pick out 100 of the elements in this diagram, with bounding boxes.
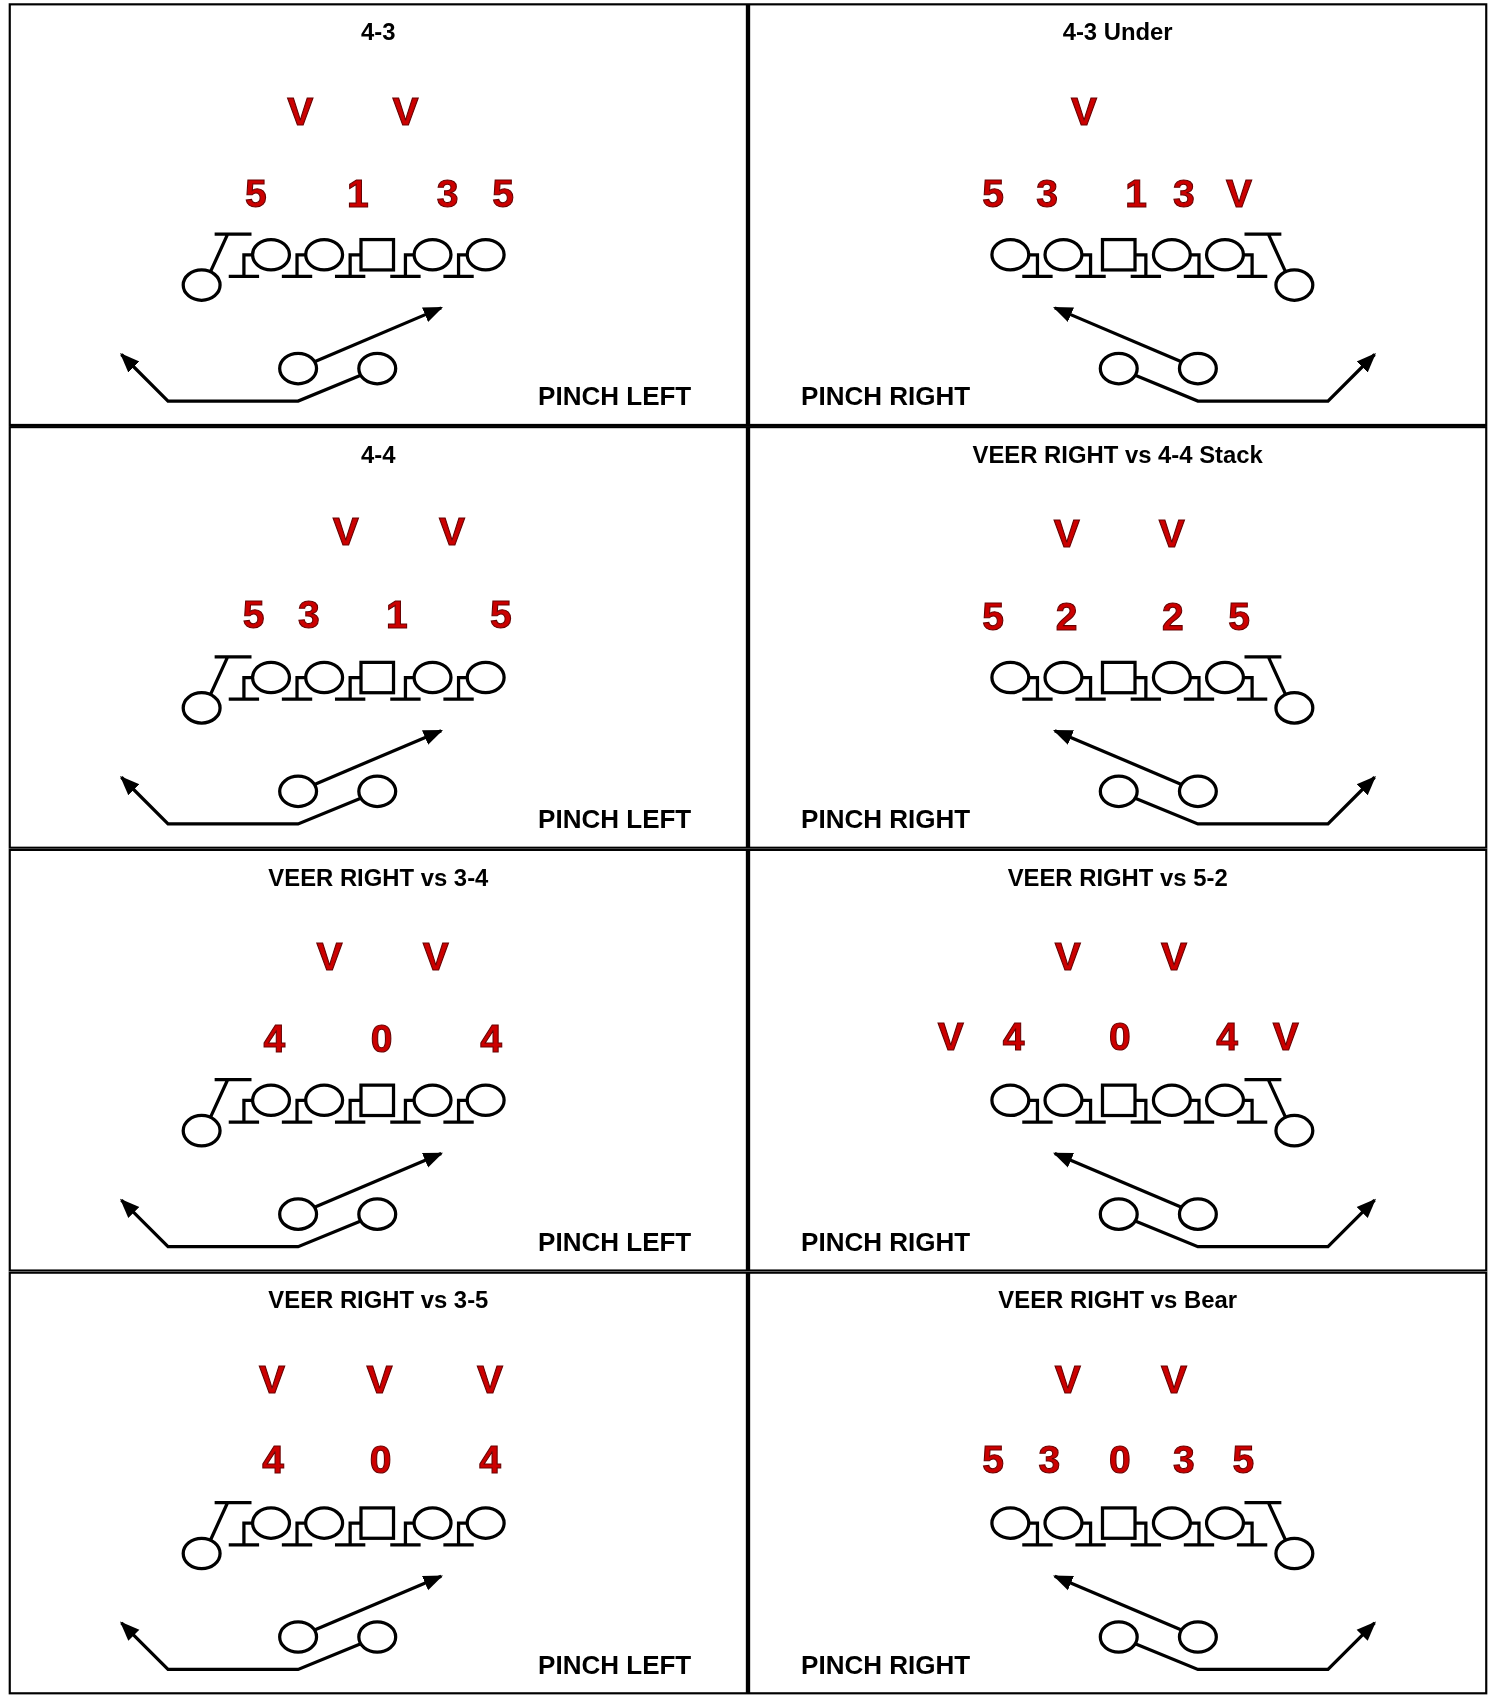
defender-marker: V: [477, 1360, 503, 1400]
defender-marker: 3: [298, 595, 320, 635]
route-arrow: [313, 1574, 443, 1632]
play-panel: [8, 848, 748, 1272]
play-call: PINCH LEFT: [538, 804, 692, 835]
route-arrow: [1053, 729, 1183, 786]
defender-marker: V: [259, 1360, 286, 1400]
play-call: PINCH LEFT: [538, 381, 692, 412]
defender-marker: 5: [242, 595, 265, 635]
defender-marker: V: [937, 1017, 964, 1057]
defender-marker: 5: [492, 174, 514, 214]
running-back-circle: [1097, 774, 1141, 809]
defender-marker: V: [392, 92, 419, 132]
formation-title: VEER RIGHT vs 4-4 Stack: [972, 441, 1263, 470]
route-arrow: [1134, 1621, 1376, 1672]
formation-title: 4-3 Under: [1062, 18, 1173, 47]
defender-marker: 3: [1172, 1440, 1195, 1480]
running-back-circle: [1097, 1196, 1141, 1232]
defender-marker: V: [287, 92, 314, 132]
defender-marker: 4: [263, 1019, 286, 1059]
route-arrow: [120, 353, 362, 403]
defender-marker: 4: [262, 1440, 285, 1480]
formation-title: VEER RIGHT vs 5-2: [1007, 864, 1228, 893]
defender-marker: 4: [479, 1440, 501, 1480]
route-arrow: [313, 306, 443, 364]
running-back-circle: [355, 1619, 399, 1655]
route-arrow: [313, 729, 443, 786]
play-panel: [748, 1271, 1488, 1695]
defender-marker: 0: [369, 1440, 392, 1480]
play-call: PINCH RIGHT: [801, 1649, 971, 1681]
defender-marker: 1: [385, 595, 408, 635]
defender-marker: V: [1226, 174, 1253, 214]
defender-marker: 3: [1172, 174, 1195, 214]
running-back-circle: [1097, 351, 1141, 386]
running-back-circle: [355, 774, 399, 809]
defender-marker: 3: [1036, 174, 1059, 214]
play-panel: [8, 3, 748, 427]
running-back-circle: [355, 351, 399, 386]
play-call: PINCH RIGHT: [801, 381, 971, 412]
route-arrow: [313, 1151, 443, 1209]
route-arrow: [1053, 1574, 1183, 1632]
defender-marker: V: [1272, 1017, 1299, 1057]
running-back-circle: [1176, 774, 1220, 809]
play-panel: [8, 1271, 748, 1695]
route-arrow: [1134, 353, 1376, 403]
defender-marker: 1: [1125, 174, 1147, 214]
defender-marker: 5: [982, 174, 1004, 214]
route-arrow: [1053, 1151, 1183, 1209]
defender-marker: V: [1053, 514, 1080, 554]
route-arrow: [1134, 1198, 1376, 1249]
defender-marker: 5: [1228, 597, 1250, 637]
running-back-circle: [355, 1196, 399, 1232]
route-arrow: [120, 775, 362, 826]
defender-marker: 4: [480, 1019, 502, 1059]
defender-marker: 3: [1038, 1440, 1061, 1480]
play-call: PINCH LEFT: [538, 1227, 692, 1258]
route-arrow: [1134, 775, 1376, 826]
defender-marker: V: [332, 512, 359, 552]
play-call: PINCH RIGHT: [801, 804, 971, 835]
defender-marker: V: [422, 937, 449, 977]
play-call: PINCH RIGHT: [801, 1227, 971, 1258]
defender-marker: 5: [982, 1440, 1004, 1480]
running-back-circle: [1176, 1619, 1220, 1655]
defender-marker: 0: [1109, 1440, 1131, 1480]
running-back-circle: [276, 1196, 320, 1232]
defender-marker: V: [439, 512, 466, 552]
formation-title: VEER RIGHT vs Bear: [998, 1286, 1237, 1315]
play-panel: [748, 848, 1488, 1272]
route-arrow: [1053, 306, 1183, 364]
defender-marker: V: [366, 1360, 393, 1400]
formation-title: VEER RIGHT vs 3-5: [268, 1286, 489, 1315]
defender-marker: 4: [1216, 1017, 1238, 1057]
running-back-circle: [1097, 1619, 1141, 1655]
defender-marker: 3: [436, 174, 459, 214]
defender-marker: 5: [490, 595, 512, 635]
defender-marker: 5: [245, 174, 267, 214]
defender-marker: 5: [1232, 1440, 1255, 1480]
play-panel: [8, 426, 748, 849]
formation-title: 4-4: [361, 441, 396, 470]
defender-marker: 0: [370, 1019, 393, 1059]
formation-title: VEER RIGHT vs 3-4: [268, 864, 489, 893]
defender-marker: 0: [1109, 1017, 1131, 1057]
play-panel: [748, 426, 1488, 849]
defender-marker: 4: [1002, 1017, 1025, 1057]
defender-marker: 1: [346, 174, 369, 214]
running-back-circle: [276, 1619, 320, 1655]
running-back-circle: [276, 774, 320, 809]
defender-marker: V: [1071, 92, 1098, 132]
route-arrow: [120, 1198, 362, 1249]
formation-title: 4-3: [361, 18, 396, 47]
running-back-circle: [1176, 351, 1220, 386]
defender-marker: 5: [982, 597, 1004, 637]
running-back-circle: [276, 351, 320, 386]
defender-marker: 2: [1055, 597, 1078, 637]
play-call: PINCH LEFT: [538, 1649, 692, 1681]
defender-marker: V: [316, 937, 343, 977]
defender-marker: V: [1161, 1360, 1188, 1400]
defender-marker: V: [1054, 1360, 1081, 1400]
defender-marker: V: [1161, 937, 1188, 977]
running-back-circle: [1176, 1196, 1220, 1232]
